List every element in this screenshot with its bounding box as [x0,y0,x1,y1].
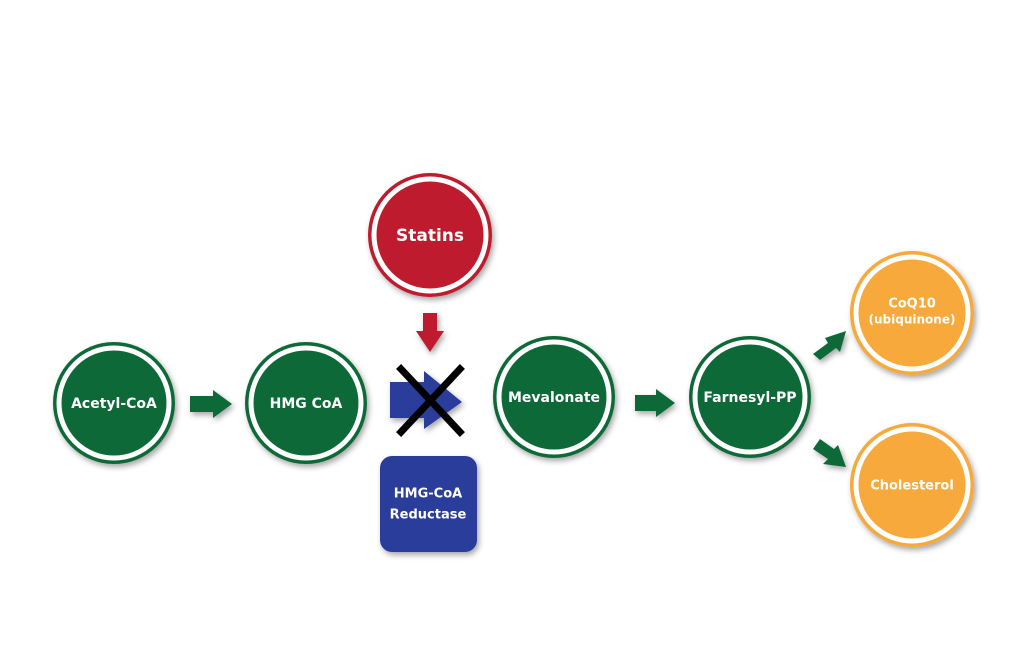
acetyl-coa-node [53,342,175,464]
hmg-coa-node [245,342,367,464]
cholesterol-node [850,423,974,547]
coq10-label-line1: CoQ10 [888,297,936,312]
hmg-coa-reductase-box [380,456,477,552]
cholesterol-label: Cholesterol [870,479,954,494]
statins-node [368,173,492,297]
coq10-label-line2: (ubiquinone) [869,313,956,327]
farnesyl-pp-label: Farnesyl-PP [703,390,796,406]
mevalonate-label: Mevalonate [508,390,600,406]
inhibition-x-icon [396,364,465,437]
mevalonate-node [493,336,615,458]
acetyl-coa-label: Acetyl-CoA [71,396,157,412]
arrow-acetyl-to-hmg [190,390,232,418]
statins-label: Statins [396,226,464,246]
statins-inhibit-arrow [416,313,444,352]
arrow-mevalonate-to-farnesyl [635,389,675,417]
hmg-coa-label: HMG CoA [270,396,343,412]
hmg-coa-reductase-label-line2: Reductase [390,508,467,523]
arrow-farnesyl-to-coq10 [813,331,846,360]
hmg-coa-reductase-label-line1: HMG-CoA [394,487,462,502]
farnesyl-pp-node [689,336,811,458]
coq10-node [850,251,974,375]
arrow-farnesyl-to-cholesterol [813,439,846,467]
